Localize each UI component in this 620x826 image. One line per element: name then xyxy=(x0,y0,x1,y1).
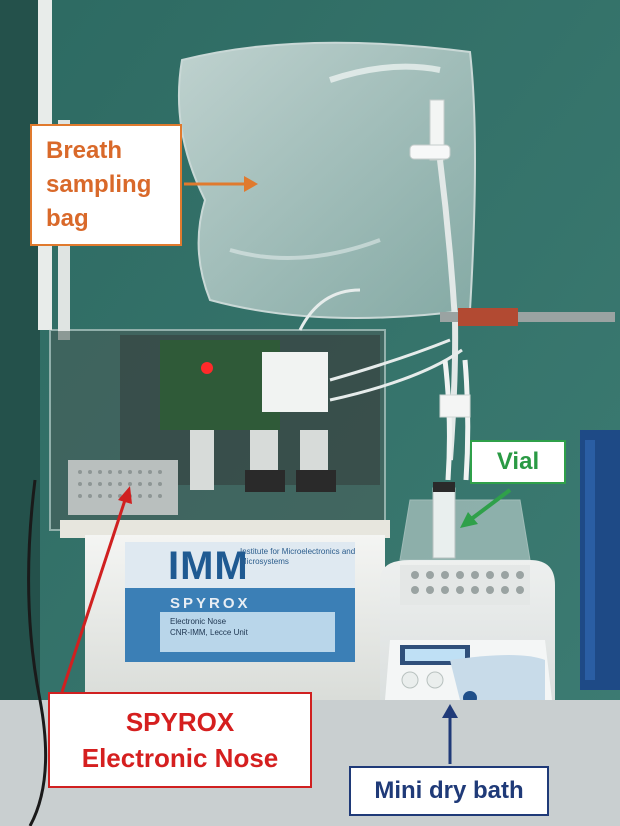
callout-nose-line1: SPYROX xyxy=(125,707,235,737)
power-cable xyxy=(27,479,48,826)
device-brand-subtitle: Institute for Microelectronics and Micro… xyxy=(240,547,356,566)
callout-nose-line2: Electronic Nose xyxy=(81,743,279,773)
callout-electronic-nose: SPYROX Electronic Nose xyxy=(48,692,312,788)
bag-arrow xyxy=(184,176,258,192)
callout-breath-bag-line1: Breath xyxy=(46,137,123,164)
callout-breath-bag-line2: sampling xyxy=(46,171,152,198)
callout-vial: Vial xyxy=(470,440,566,484)
callout-dry-bath: Mini dry bath xyxy=(349,766,549,816)
device-product-sub2: CNR-IMM, Lecce Unit xyxy=(170,628,248,637)
white-module xyxy=(262,352,328,412)
clamp-rod xyxy=(440,312,615,322)
led xyxy=(201,362,213,374)
device-product: SPYROX xyxy=(170,595,251,612)
vial-arrow xyxy=(460,488,512,528)
device-brand: IMM xyxy=(168,544,249,588)
nose-arrow xyxy=(60,486,132,693)
clamp xyxy=(458,308,518,326)
bath-arrow xyxy=(442,704,458,764)
callout-dry-bath-label: Mini dry bath xyxy=(374,777,524,804)
device-product-sub1: Electronic Nose xyxy=(170,617,227,626)
circuit-board xyxy=(160,340,280,430)
callout-vial-label: Vial xyxy=(496,448,540,475)
vial xyxy=(432,487,456,559)
callout-breath-bag: Breath sampling bag xyxy=(30,124,182,246)
device-product-details: Electronic Nose CNR-IMM, Lecce Unit xyxy=(170,616,320,638)
breath-bag xyxy=(177,41,476,319)
callout-breath-bag-line3: bag xyxy=(46,205,89,232)
